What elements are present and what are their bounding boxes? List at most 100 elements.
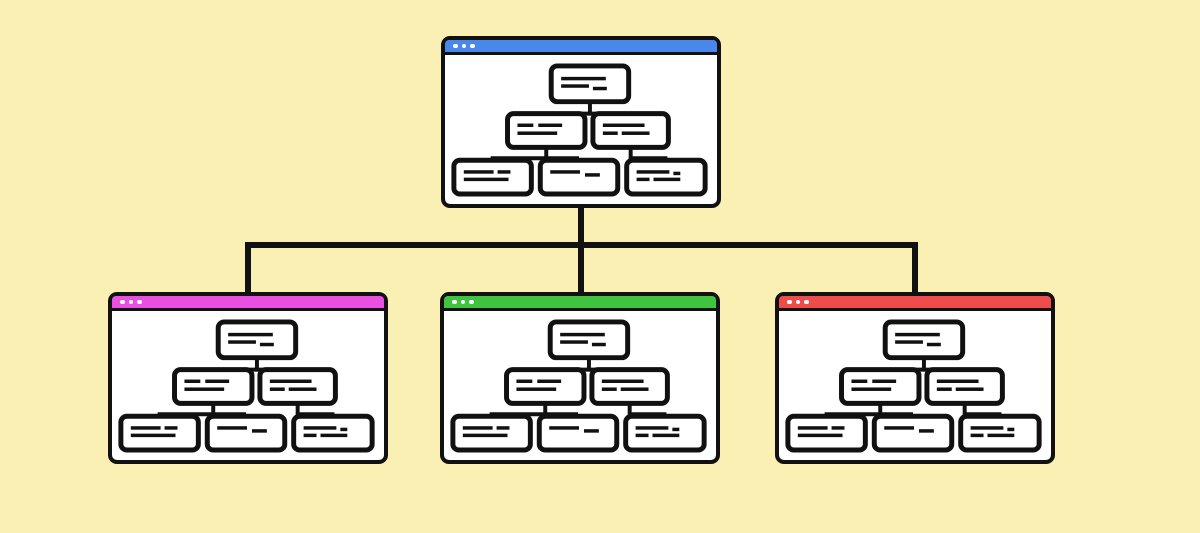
window-dot-icon <box>795 299 800 305</box>
skeleton-text-line <box>228 332 273 337</box>
skeleton-text-line <box>652 433 680 438</box>
tree-node-box <box>504 367 587 406</box>
skeleton-text-line <box>184 379 201 384</box>
sitemap-tree <box>450 319 707 453</box>
tree-node-root <box>547 319 631 361</box>
skeleton-text-line <box>851 379 868 384</box>
tree-node-box <box>547 319 631 361</box>
skeleton-text-line <box>259 342 274 347</box>
skeleton-text-line <box>636 177 650 182</box>
tree-node-box <box>204 413 288 453</box>
skeleton-text-line <box>602 123 645 128</box>
tree-node-bottom-right <box>624 157 708 197</box>
child-window-2 <box>440 292 720 464</box>
sitemap-tree <box>785 319 1042 453</box>
skeleton-text-line <box>463 177 509 182</box>
skeleton-text-line <box>269 379 312 384</box>
tree-node-bottom-left <box>451 157 534 197</box>
skeleton-text-line <box>550 170 581 174</box>
skeleton-text-line <box>205 379 230 384</box>
window-dot-icon <box>804 299 809 305</box>
tree-node-mid-right <box>924 367 1005 406</box>
tree-node-box <box>785 413 868 453</box>
sitemap-tree <box>451 63 708 197</box>
window-content <box>445 55 717 201</box>
skeleton-text-line <box>591 342 606 347</box>
window-titlebar <box>779 296 1051 311</box>
skeleton-text-line <box>672 427 680 432</box>
skeleton-text-line <box>936 387 952 391</box>
tree-node-bottom-left <box>450 413 533 453</box>
window-content <box>444 311 716 457</box>
child-window-1 <box>108 292 388 464</box>
tree-node-mid-right <box>257 367 338 406</box>
tree-node-box <box>536 413 620 453</box>
skeleton-text-line <box>497 170 511 174</box>
tree-node-bottom-right <box>291 413 375 453</box>
window-dot-icon <box>128 299 133 305</box>
skeleton-text-line <box>288 387 317 391</box>
tree-node-box <box>257 367 338 406</box>
tree-node-bottom-mid <box>537 157 621 197</box>
skeleton-text-line <box>936 379 979 384</box>
sitemap-tree <box>118 319 375 453</box>
tree-node-box <box>871 413 955 453</box>
window-dot-icon <box>787 299 792 305</box>
tree-node-mid-left <box>505 111 588 150</box>
skeleton-text-line <box>620 387 649 391</box>
tree-node-box <box>118 413 201 453</box>
tree-node-root <box>215 319 299 361</box>
skeleton-text-line <box>797 426 828 430</box>
skeleton-text-line <box>636 170 670 174</box>
tree-node-box <box>958 413 1042 453</box>
skeleton-text-line <box>895 332 940 337</box>
tree-node-box <box>505 111 588 150</box>
skeleton-text-line <box>601 387 617 391</box>
tree-node-mid-left <box>839 367 922 406</box>
skeleton-text-line <box>463 170 494 174</box>
window-content <box>779 311 1051 457</box>
skeleton-text-line <box>538 123 563 128</box>
tree-node-bottom-mid <box>204 413 288 453</box>
parent-window <box>441 36 721 208</box>
window-dot-icon <box>453 43 458 49</box>
tree-node-bottom-left <box>785 413 868 453</box>
tree-node-root <box>882 319 966 361</box>
skeleton-text-line <box>673 171 681 176</box>
skeleton-text-line <box>228 340 256 344</box>
window-titlebar <box>112 296 384 311</box>
tree-node-mid-left <box>172 367 255 406</box>
tree-node-box <box>548 63 632 105</box>
skeleton-text-line <box>561 76 606 81</box>
window-dot-icon <box>469 299 474 305</box>
skeleton-text-line <box>970 433 984 438</box>
tree-node-bottom-mid <box>871 413 955 453</box>
tree-node-mid-right <box>590 111 671 150</box>
window-dot-icon <box>470 43 475 49</box>
tree-node-box <box>537 157 621 197</box>
skeleton-text-line <box>496 426 510 430</box>
skeleton-text-line <box>987 433 1015 438</box>
tree-node-box <box>924 367 1005 406</box>
skeleton-text-line <box>797 433 843 438</box>
skeleton-text-line <box>164 426 178 430</box>
skeleton-text-line <box>895 340 923 344</box>
tree-node-box <box>451 157 534 197</box>
tree-node-box <box>590 111 671 150</box>
skeleton-text-line <box>602 131 618 135</box>
skeleton-text-line <box>462 426 493 430</box>
window-dot-icon <box>120 299 125 305</box>
window-dot-icon <box>137 299 142 305</box>
tree-node-mid-left <box>504 367 587 406</box>
skeleton-text-line <box>517 131 558 135</box>
tree-node-bottom-mid <box>536 413 620 453</box>
tree-node-root <box>548 63 632 105</box>
skeleton-text-line <box>955 387 984 391</box>
skeleton-text-line <box>516 379 533 384</box>
skeleton-text-line <box>537 379 562 384</box>
window-dot-icon <box>452 299 457 305</box>
skeleton-text-line <box>851 387 892 391</box>
tree-node-bottom-right <box>623 413 707 453</box>
